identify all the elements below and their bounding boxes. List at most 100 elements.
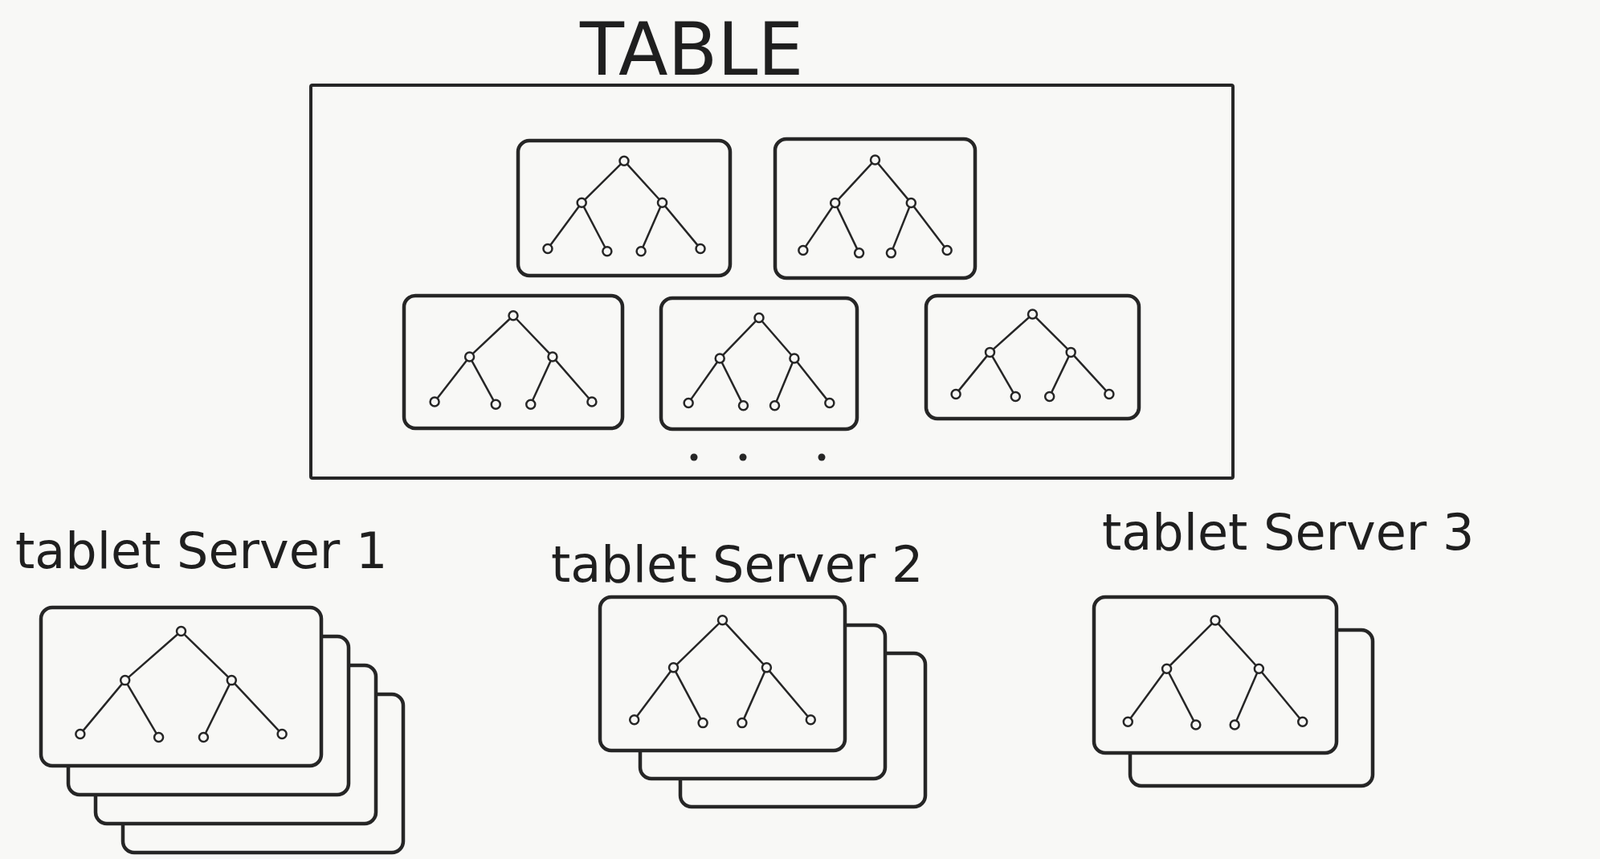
tree-node [636, 246, 646, 256]
tree-node [120, 675, 130, 685]
tree-edge [634, 667, 674, 720]
tree-edge [1234, 668, 1259, 725]
tablet-outline [600, 596, 845, 751]
tree-node [542, 244, 552, 254]
tree-node [951, 389, 961, 399]
tree-edge [742, 667, 768, 723]
tree-node [770, 400, 780, 410]
tree-node [806, 714, 816, 724]
tree-node [798, 245, 808, 255]
tree-edge [955, 351, 990, 394]
tree-edge [624, 160, 663, 203]
tree-node [906, 198, 916, 208]
tree-node [577, 198, 587, 208]
tree-node [696, 244, 706, 254]
tree-node [1104, 389, 1114, 399]
tablet-outline [926, 295, 1139, 419]
tree-edge [875, 159, 912, 204]
tree-edge [1167, 620, 1216, 669]
tablet-server-group: tablet Server 3 [1102, 507, 1475, 558]
tree-edge [673, 667, 704, 723]
tree-node [985, 347, 995, 357]
tree-node [154, 732, 164, 742]
tree-node [1162, 664, 1172, 674]
tree-edge [1070, 351, 1110, 394]
table-heading: TABLE [579, 13, 804, 86]
tree-node [277, 729, 287, 739]
tree-edge [203, 680, 232, 738]
server-label: tablet Server 1 [15, 526, 388, 576]
tablet-server-group: tablet Server 2 [551, 539, 924, 590]
tree-node [715, 353, 725, 363]
tree-node [547, 351, 557, 361]
tree-edge [910, 203, 947, 251]
tablet-outline [775, 138, 976, 278]
tree-edge [530, 356, 553, 405]
tree-node [1254, 664, 1264, 674]
ellipsis-dot [818, 453, 826, 462]
tree-node [684, 398, 694, 408]
tree-edge [775, 358, 795, 406]
tree-edge [547, 202, 582, 249]
tree-node [886, 248, 896, 258]
tree-node [789, 353, 799, 363]
tree-node [738, 400, 748, 410]
tablet-card [926, 295, 1139, 419]
tablet-card [661, 297, 858, 429]
tree-edge [803, 203, 836, 251]
tree-edge [688, 358, 720, 403]
tree-edge [1167, 668, 1196, 725]
tree-edge [835, 159, 876, 204]
tree-edge [719, 358, 743, 406]
tablet-card [775, 138, 976, 278]
tree-edge [80, 680, 126, 735]
tree-node [737, 718, 747, 727]
tree-node [1066, 347, 1076, 357]
tree-edge [125, 631, 182, 681]
tree-node [199, 732, 209, 742]
tree-node [526, 400, 535, 409]
tree-edge [662, 202, 702, 249]
tree-node [430, 397, 440, 407]
tree-node [698, 718, 708, 727]
tree-node [1297, 717, 1307, 727]
tree-node [465, 351, 474, 361]
tree-edge [1049, 351, 1072, 396]
tree-node [830, 198, 840, 208]
tree-node [620, 156, 629, 166]
tree-edge [1127, 668, 1167, 722]
tree-edge [990, 314, 1033, 352]
tree-node [1028, 309, 1037, 319]
tree-node [755, 313, 764, 323]
tablet-outline [1093, 596, 1337, 753]
tree-edge [759, 317, 795, 359]
tree-edge [469, 356, 497, 405]
tablet-outline [518, 140, 731, 276]
tree-node [854, 248, 864, 258]
tree-node [1230, 720, 1240, 730]
tree-edge [434, 356, 470, 402]
tablet-card [518, 140, 731, 276]
tree-node [942, 245, 952, 255]
tree-node [669, 662, 678, 672]
tree-edge [181, 631, 233, 681]
tree-edge [766, 667, 811, 720]
tree-edge [513, 315, 553, 357]
tree-node [1044, 391, 1054, 401]
tree-edge [640, 202, 662, 251]
tree-node [1011, 391, 1021, 401]
tree-node [176, 626, 186, 636]
tree-node [227, 675, 237, 685]
server-label: tablet Server 3 [1102, 507, 1475, 558]
tree-edge [722, 620, 768, 668]
tree-edge [581, 160, 625, 203]
tree-node [1123, 717, 1133, 727]
tree-node [870, 155, 880, 164]
tree-edge [990, 351, 1017, 396]
tree-node [75, 729, 85, 739]
tablet-outline [40, 607, 322, 766]
tree-edge [794, 358, 830, 403]
tree-edge [552, 356, 592, 402]
